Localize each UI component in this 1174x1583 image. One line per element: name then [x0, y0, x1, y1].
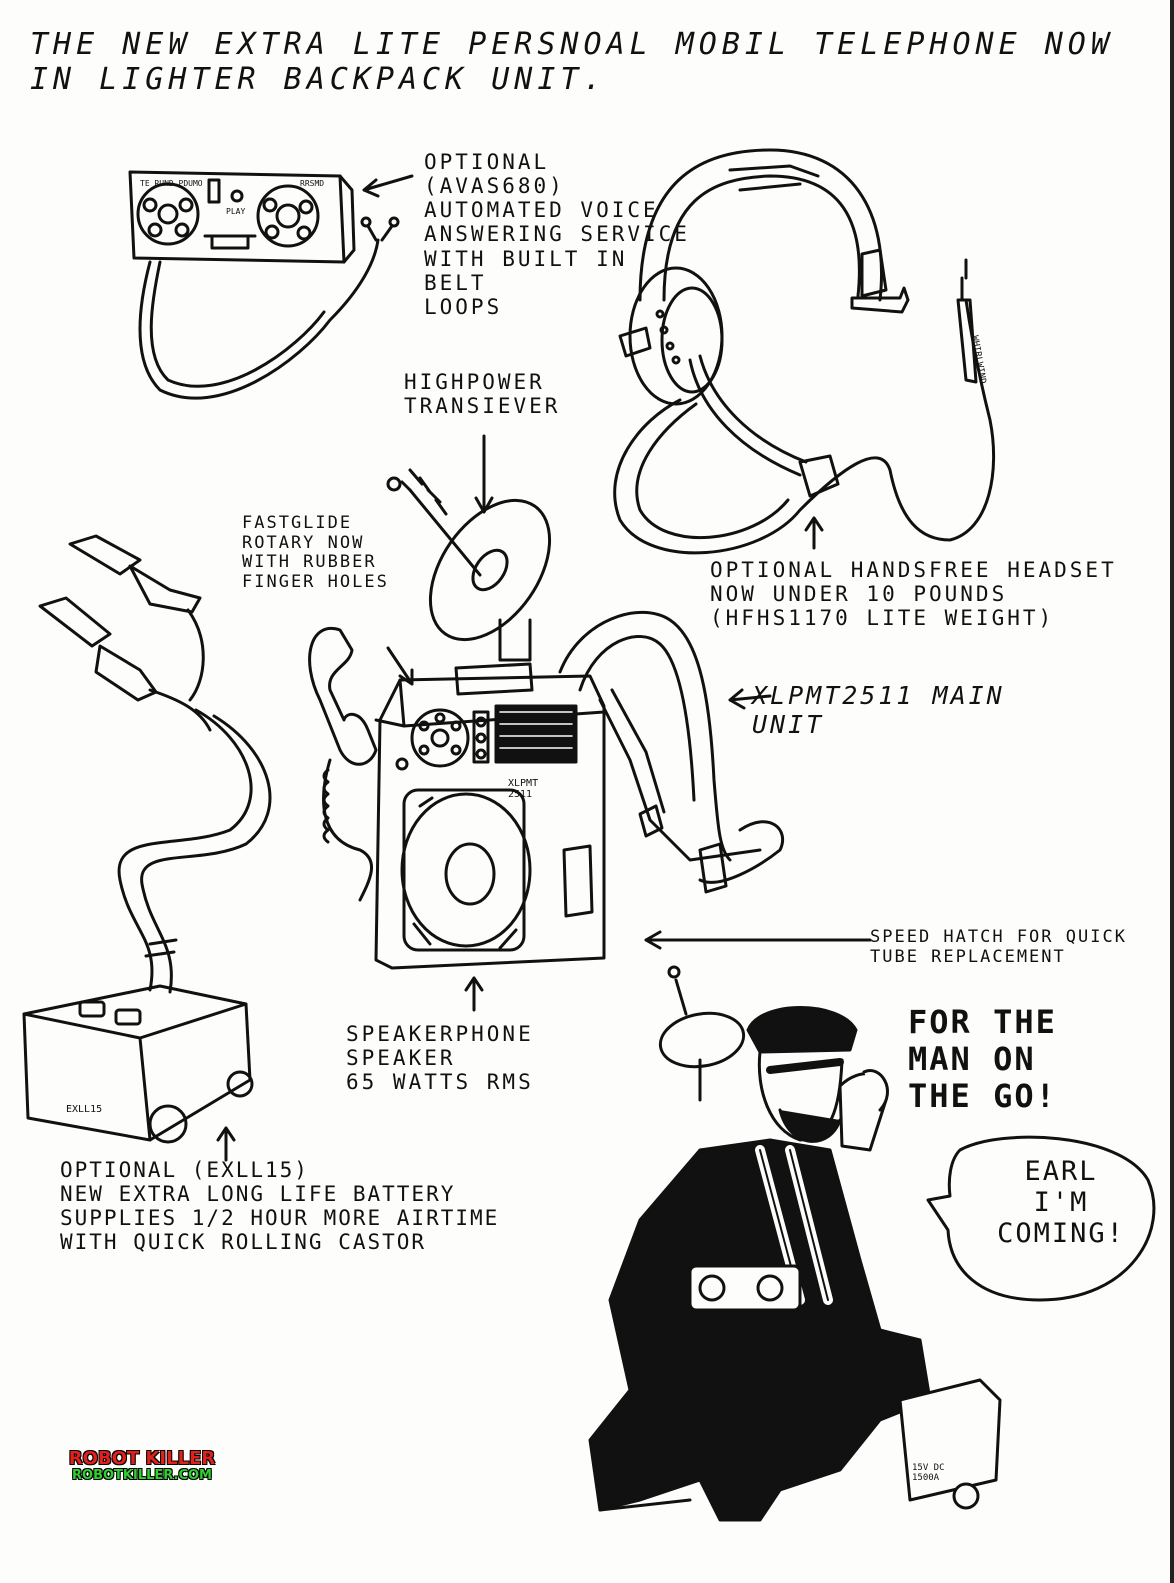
label-main-unit: XLPMT2511 MAIN UNIT — [752, 681, 1005, 739]
label-headset: OPTIONAL HANDSFREE HEADSET NOW UNDER 10 … — [710, 558, 1117, 631]
recorder-brand-right: RRSMD — [300, 179, 324, 188]
label-battery: OPTIONAL (EXLL15) NEW EXTRA LONG LIFE BA… — [60, 1158, 500, 1255]
label-speed-hatch: SPEED HATCH FOR QUICK TUBE REPLACEMENT — [870, 927, 1127, 967]
battery-badge: EXLL15 — [66, 1104, 102, 1115]
shout-text: FOR THE MAN ON THE GO! — [908, 1003, 1057, 1115]
headset-cord-marking: WHIRLWIND — [969, 335, 987, 385]
page-title: THE NEW EXTRA LITE PERSNOAL MOBIL TELEPH… — [30, 27, 1114, 97]
label-rotary: FASTGLIDE ROTARY NOW WITH RUBBER FINGER … — [242, 513, 389, 592]
label-answering-service: OPTIONAL (AVAS680) AUTOMATED VOICE ANSWE… — [424, 150, 690, 319]
label-transceiver: HIGHPOWER TRANSIEVER — [404, 370, 561, 419]
label-speaker: SPEAKERPHONE SPEAKER 65 WATTS RMS — [346, 1022, 534, 1095]
watermark-logo: ROBOT KILLER ROBOTKILLER.COM — [64, 1448, 220, 1488]
speech-bubble-outline — [926, 1135, 1156, 1302]
speech-bubble-text: EARL I'M COMING! — [997, 1156, 1125, 1250]
recorder-brand-left: TE RUND PDUMO — [140, 179, 203, 188]
battery-drawing: EXLL15 — [22, 534, 272, 1162]
headset-drawing: WHIRLWIND — [613, 148, 996, 555]
watermark-title: ROBOT KILLER — [68, 1448, 216, 1469]
watermark-url: ROBOTKILLER.COM — [72, 1468, 212, 1483]
answering-machine-drawing: TE RUND PDUMO RRSMD PLAY — [128, 170, 414, 400]
recorder-play-mark: PLAY — [226, 207, 245, 216]
